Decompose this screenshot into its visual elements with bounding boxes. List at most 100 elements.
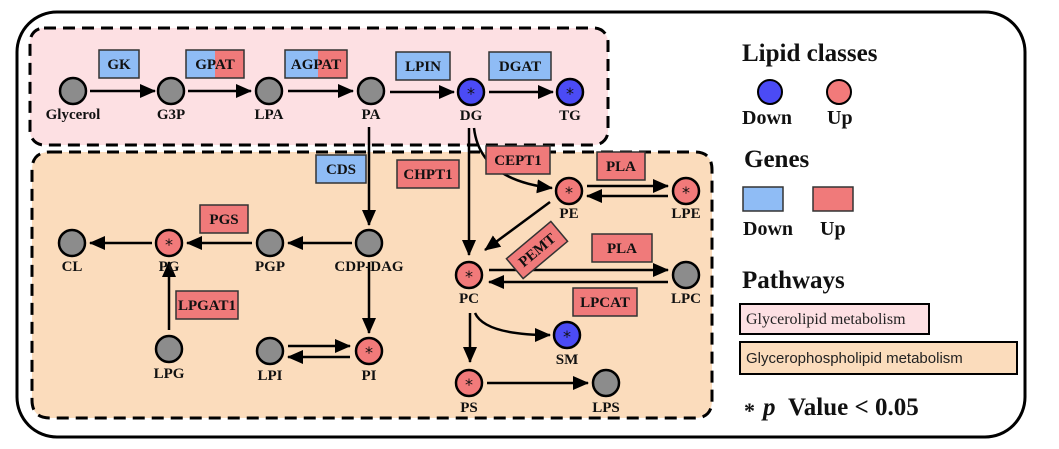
lipid-node-pe: * PE <box>554 176 584 222</box>
gene-label: DGAT <box>499 59 541 75</box>
glycerolipid-region <box>28 26 610 147</box>
lipid-node-label: PGP <box>255 259 285 275</box>
significance-asterisk-icon: * <box>563 327 571 346</box>
legend-lipid-down-swatch <box>757 79 783 105</box>
gene-label: GK <box>107 57 131 73</box>
gene-box <box>505 220 569 280</box>
gene-box <box>488 51 552 81</box>
gene-box <box>175 290 239 320</box>
lipid-node-circle <box>255 336 285 366</box>
gene-label: LPCAT <box>580 295 630 311</box>
lipid-node-cl: CL <box>57 228 87 275</box>
gene-cept1: CEPT1 <box>485 145 551 175</box>
lipid-node-circle <box>356 76 386 106</box>
gene-gk: GK <box>98 49 140 79</box>
gene-label: PGS <box>209 212 238 228</box>
legend: Lipid classes Down Up Genes Down Up Path… <box>739 40 1018 423</box>
lipid-node-label: PA <box>362 107 381 123</box>
lipid-node-circle <box>555 77 585 107</box>
lipid-node-lpe: *LPE <box>671 176 701 222</box>
gene-label: CDS <box>326 162 356 178</box>
gene-box-up-part <box>215 50 244 78</box>
gene-dgat: DGAT <box>488 51 552 81</box>
gene-lpcat: LPCAT <box>572 287 638 317</box>
gene-label: LPGAT1 <box>178 298 236 314</box>
lipid-node-circle <box>57 228 87 258</box>
lipid-node-label: PC <box>459 291 479 307</box>
lipid-node-label: LPE <box>671 206 700 222</box>
lipid-node-label: CDP-DAG <box>334 259 403 275</box>
lipid-node-lpa: LPA <box>255 76 284 123</box>
gene-label: LPIN <box>405 59 441 75</box>
legend-gene-up-label: Up <box>820 218 846 240</box>
gene-chpt1: CHPT1 <box>396 159 460 189</box>
lipid-node-lpi: LPI <box>255 336 285 384</box>
lipid-node-glycerol: Glycerol <box>46 76 101 123</box>
lipid-node-label: PE <box>559 206 578 222</box>
lipid-node-label: PG <box>159 259 180 275</box>
gene-lpin: LPIN <box>395 51 451 81</box>
legend-pvalue-star: * <box>744 398 755 423</box>
significance-asterisk-icon: * <box>365 343 373 362</box>
gene-box <box>284 49 348 79</box>
lipid-node-label: LPI <box>257 368 282 384</box>
lipid-node-lps: LPS <box>591 368 621 416</box>
legend-gene-up-swatch <box>812 186 854 212</box>
gene-label: GPAT <box>195 57 234 73</box>
lipid-node-lpc: LPC <box>671 260 701 307</box>
lipid-node-circle <box>671 176 701 206</box>
lipid-node-label: PI <box>362 368 377 384</box>
gene-box-down-part <box>285 50 318 78</box>
lipid-node-sm: * SM <box>552 320 582 368</box>
gene-box <box>596 151 646 181</box>
legend-lipid-title: Lipid classes <box>742 40 878 67</box>
gene-lpgat1: LPGAT1 <box>175 290 239 320</box>
gene-box <box>395 51 451 81</box>
gene-pgs: PGS <box>199 204 249 234</box>
gene-label: CHPT1 <box>403 167 452 183</box>
lipid-node-label: CL <box>62 259 83 275</box>
lipid-node-circle <box>454 260 484 290</box>
gene-agpat: AGPAT <box>284 49 348 79</box>
significance-asterisk-icon: * <box>467 84 475 103</box>
gene-pla: PLA <box>596 151 646 181</box>
lipid-node-label: TG <box>559 108 581 124</box>
gene-box-up-part <box>318 50 347 78</box>
legend-pathway-glycerolipid-label: Glycerolipid metabolism <box>746 311 906 328</box>
lipid-node-label: SM <box>556 352 579 368</box>
significance-asterisk-icon: * <box>465 267 473 286</box>
legend-gene-down-label: Down <box>743 218 793 240</box>
gene-box <box>199 204 249 234</box>
significance-asterisk-icon: * <box>566 84 574 103</box>
legend-pathway-glycerophospholipid <box>739 341 1018 375</box>
lipid-node-circle <box>671 260 701 290</box>
lipid-node-circle <box>591 368 621 398</box>
significance-asterisk-icon: * <box>565 183 573 202</box>
gene-box <box>396 159 460 189</box>
legend-pvalue-text: Value < 0.05 <box>788 394 919 421</box>
lipid-node-circle <box>154 228 184 258</box>
lipid-node-label: Glycerol <box>46 107 101 123</box>
lipid-node-label: LPA <box>255 107 284 123</box>
lipid-node-circle <box>354 228 384 258</box>
lipid-node-circle <box>58 76 88 106</box>
legend-pathway-glycerolipid <box>739 303 930 335</box>
lipid-node-circle <box>454 368 484 398</box>
lipid-node-label: LPG <box>154 366 185 382</box>
gene-box <box>315 154 367 184</box>
legend-gene-down-swatch <box>742 186 784 212</box>
edge-pe-pc <box>484 200 551 252</box>
lipid-node-label: PS <box>460 400 478 416</box>
legend-pathways-title: Pathways <box>742 267 845 294</box>
legend-lipid-down-label: Down <box>742 107 792 129</box>
lipid-node-pg: *PG <box>154 228 184 275</box>
lipid-node-tg: * TG <box>555 77 585 124</box>
legend-lipid-up-label: Up <box>827 107 853 129</box>
lipid-node-circle <box>154 334 184 364</box>
gene-box-down-part <box>186 50 215 78</box>
lipid-node-g3p: G3P <box>156 76 186 123</box>
lipid-node-cdp-dag: CDP-DAG <box>334 228 404 275</box>
gene-box <box>485 145 551 175</box>
gene-box <box>591 233 653 263</box>
